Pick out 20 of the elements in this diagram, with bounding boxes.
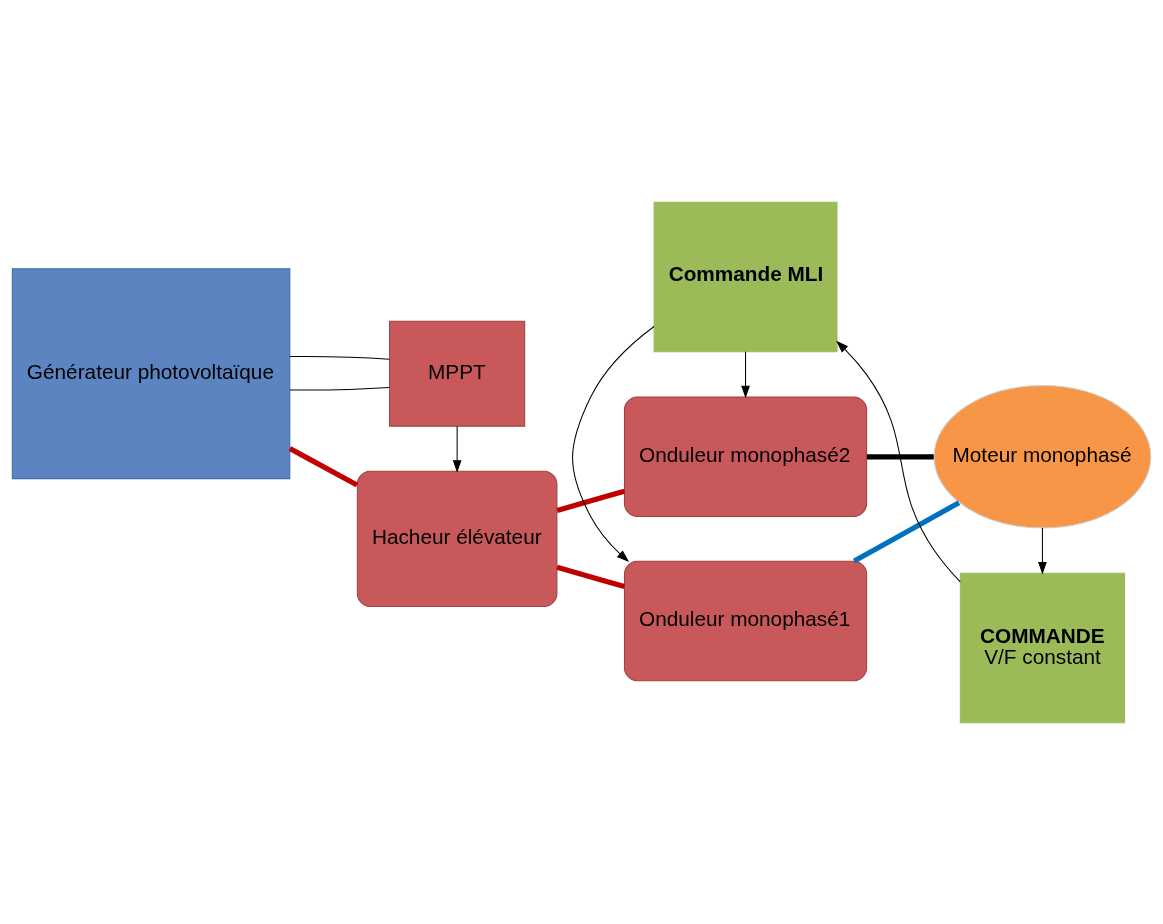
connector <box>289 386 390 391</box>
connector <box>866 453 934 459</box>
arrow <box>572 325 655 562</box>
node-box: Onduleur monophasé2 <box>623 396 868 517</box>
node-box: Onduleur monophasé1 <box>623 560 868 681</box>
connector <box>556 488 626 513</box>
node-box: Commande MLI <box>653 201 838 352</box>
node-box: COMMANDE V/F constant <box>959 572 1126 723</box>
arrow <box>836 340 961 582</box>
node-box: Hacheur élévateur <box>356 470 558 607</box>
arrow <box>1038 527 1047 575</box>
node-box: Générateur photovoltaïque <box>11 267 291 479</box>
arrow <box>741 350 750 398</box>
connector <box>288 445 359 487</box>
connector <box>556 564 626 589</box>
connector <box>853 499 961 563</box>
arrow <box>452 425 462 473</box>
node-ellipse: Moteur monophasé <box>933 384 1152 528</box>
connector <box>289 355 390 360</box>
node-box: MPPT <box>389 320 526 427</box>
